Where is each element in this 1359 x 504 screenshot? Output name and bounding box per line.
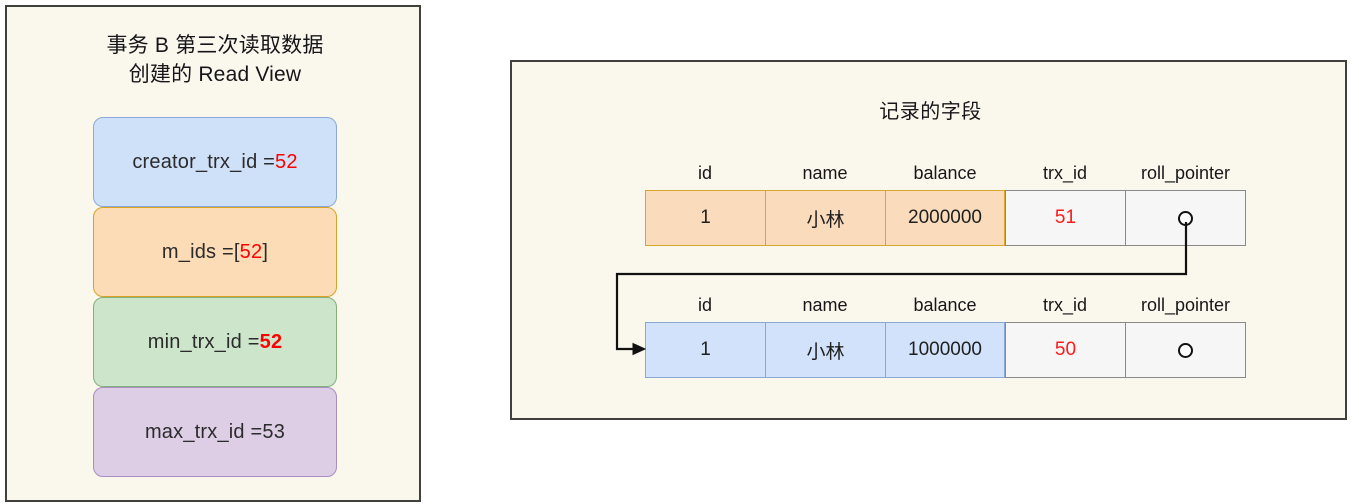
read-view-field-min-trx-id: min_trx_id = 52 [93, 297, 337, 387]
table-header-row: id name balance trx_id roll_pointer [645, 158, 1246, 190]
roll-pointer-circle-icon [1178, 210, 1193, 226]
read-view-field-m-ids: m_ids = [52] [93, 207, 337, 297]
column-header-balance: balance [913, 295, 977, 315]
table-header-row: id name balance trx_id roll_pointer [645, 290, 1246, 322]
column-header-roll-pointer: roll_pointer [1140, 295, 1231, 315]
read-view-panel: 事务 B 第三次读取数据 创建的 Read View creator_trx_i… [5, 5, 421, 502]
cell-trx-id: 51 [1005, 190, 1125, 246]
field-label: max_trx_id = [144, 420, 263, 443]
table-row: 1 小林 1000000 50 [645, 322, 1246, 378]
read-view-title: 事务 B 第三次读取数据 创建的 Read View [106, 34, 324, 86]
field-suffix: ] [262, 240, 269, 263]
cell-id: 1 [645, 190, 765, 246]
record-version-table-previous: id name balance trx_id roll_pointer 1 小林… [645, 290, 1246, 378]
trx-id-value: 50 [1054, 339, 1077, 360]
cell-trx-id: 50 [1005, 322, 1125, 378]
cell-name: 小林 [765, 322, 885, 378]
field-value: 52 [259, 330, 283, 353]
field-value: 52 [239, 240, 263, 263]
column-header-name: name [802, 295, 848, 315]
column-header-balance: balance [913, 163, 977, 183]
field-value: 53 [262, 420, 286, 443]
cell-roll-pointer [1125, 190, 1246, 246]
cell-balance: 1000000 [885, 322, 1005, 378]
field-label: min_trx_id = [147, 330, 260, 353]
field-label: creator_trx_id = [132, 150, 276, 173]
record-version-table-current: id name balance trx_id roll_pointer 1 小林… [645, 158, 1246, 246]
column-header-trx-id: trx_id [1042, 295, 1087, 315]
column-header-roll-pointer: roll_pointer [1140, 163, 1231, 183]
read-view-field-creator-trx-id: creator_trx_id = 52 [93, 117, 337, 207]
read-view-field-max-trx-id: max_trx_id = 53 [93, 387, 337, 477]
column-header-name: name [802, 163, 848, 183]
column-header-id: id [697, 295, 712, 315]
cell-name: 小林 [765, 190, 885, 246]
trx-id-value: 51 [1054, 207, 1077, 228]
roll-pointer-circle-icon [1178, 342, 1193, 358]
column-header-trx-id: trx_id [1042, 163, 1087, 183]
cell-roll-pointer [1125, 322, 1246, 378]
record-panel-title: 记录的字段 [879, 101, 982, 123]
field-value: 52 [275, 150, 298, 173]
field-prefix: [ [233, 240, 240, 263]
cell-id: 1 [645, 322, 765, 378]
column-header-id: id [697, 163, 712, 183]
cell-balance: 2000000 [885, 190, 1005, 246]
field-label: m_ids = [161, 240, 234, 263]
table-row: 1 小林 2000000 51 [645, 190, 1246, 246]
